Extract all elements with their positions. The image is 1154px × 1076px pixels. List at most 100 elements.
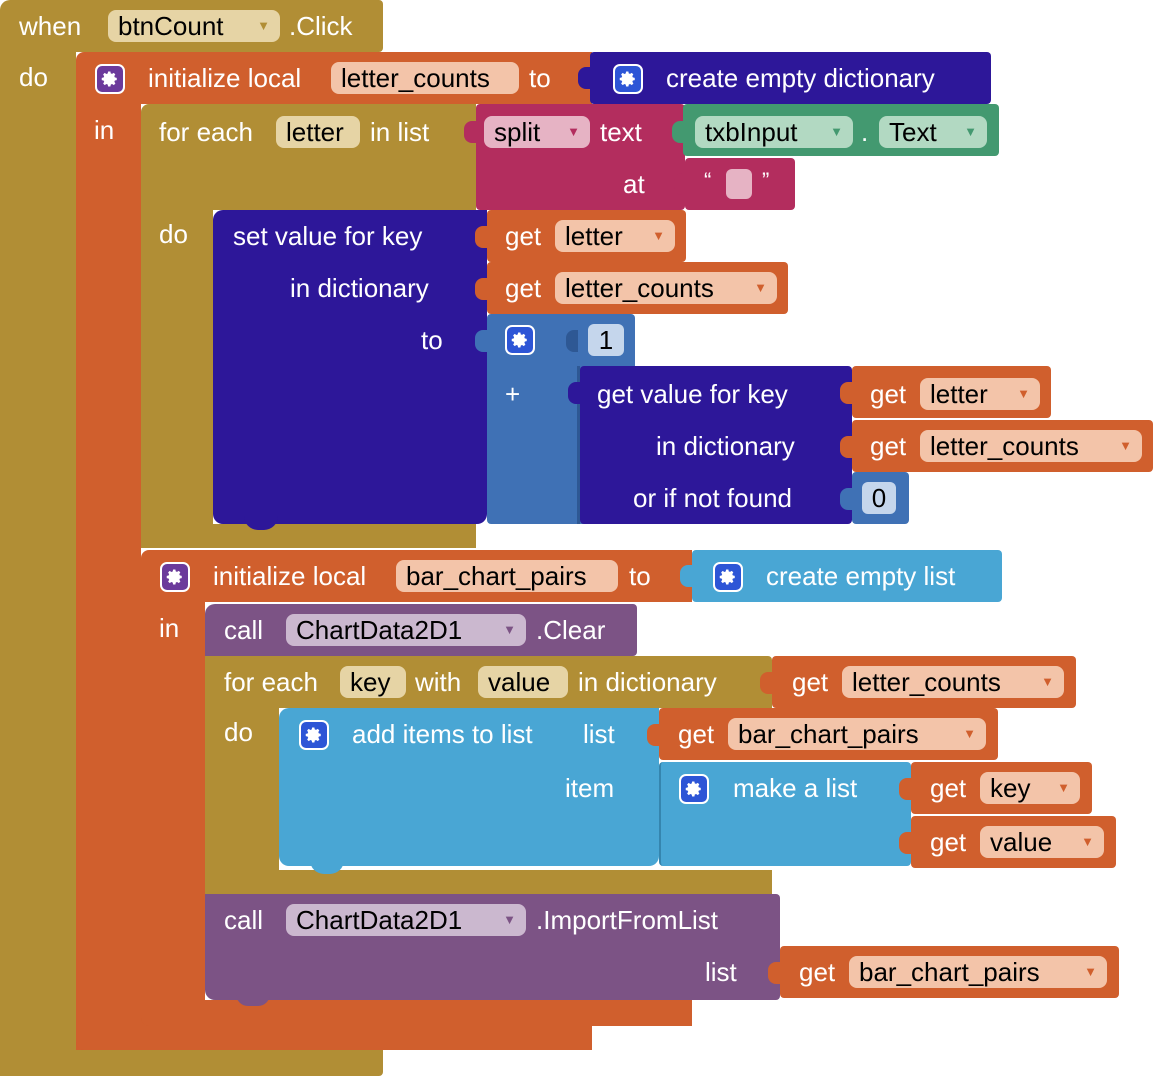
get-var-dropdown-value[interactable]: value ▼ [980, 826, 1104, 858]
for-each-label: for each [159, 117, 253, 147]
socket-plug [647, 778, 659, 800]
dropdown-arrow-icon: ▼ [963, 726, 976, 741]
for-each-key-var[interactable]: key [340, 666, 406, 698]
with-label: with [415, 667, 462, 697]
add-items-to-list-block[interactable] [279, 708, 659, 866]
for-each-do-label: do [159, 219, 188, 249]
local-var-name-bar-chart-pairs[interactable]: bar_chart_pairs [396, 560, 618, 592]
split-at-label: at [623, 169, 645, 199]
get-var-dropdown-key[interactable]: key ▼ [980, 772, 1080, 804]
gear-icon[interactable] [160, 562, 190, 592]
get-value-for-key-label: get value for key [597, 379, 788, 409]
for-each-do-label: do [224, 717, 253, 747]
dropdown-arrow-icon: ▼ [652, 228, 665, 243]
or-if-not-found-label: or if not found [633, 483, 792, 513]
dropdown-arrow-icon: ▼ [567, 124, 580, 139]
component-dropdown-btncount[interactable]: btnCount ▼ [108, 10, 280, 42]
get-var-dropdown-letter[interactable]: letter ▼ [920, 378, 1040, 410]
quote-open: “ [704, 168, 712, 193]
dropdown-arrow-icon: ▼ [1119, 438, 1132, 453]
get-label: get [930, 827, 967, 857]
socket-plug [840, 488, 852, 510]
create-empty-dictionary-block[interactable] [590, 52, 991, 104]
socket-plug [674, 173, 686, 195]
socket-plug [899, 832, 911, 854]
socket-plug [672, 121, 684, 143]
gear-icon[interactable] [95, 64, 125, 94]
initialize-in-label: in [159, 613, 180, 643]
get-value-for-key-block[interactable] [580, 366, 852, 524]
method-clear-label: .Clear [536, 615, 606, 645]
component-dropdown-chartdata-clear[interactable]: ChartData2D1 ▼ [286, 614, 526, 646]
gear-icon[interactable] [713, 562, 743, 592]
component-dropdown-chartdata-import[interactable]: ChartData2D1 ▼ [286, 904, 526, 936]
socket-plug [840, 436, 852, 458]
make-a-list-label: make a list [733, 773, 858, 803]
set-value-to-label: to [421, 325, 443, 355]
text-field-empty[interactable] [726, 169, 752, 199]
for-each-var-letter[interactable]: letter [276, 116, 360, 148]
import-list-label: list [705, 957, 737, 987]
property-dropdown-text[interactable]: Text ▼ [879, 116, 987, 148]
socket-plug [840, 382, 852, 404]
socket-plug [760, 672, 772, 694]
get-value-in-dict-label: in dictionary [656, 431, 795, 461]
dropdown-arrow-icon: ▼ [1081, 834, 1094, 849]
dropdown-arrow-icon: ▼ [830, 124, 843, 139]
socket-plug [475, 330, 487, 352]
split-text-label: text [600, 117, 642, 147]
add-items-notch [310, 860, 344, 874]
gear-icon[interactable] [299, 720, 329, 750]
gear-icon[interactable] [613, 64, 643, 94]
get-var-dropdown-letter[interactable]: letter ▼ [555, 220, 675, 252]
get-var-dropdown-bar-chart-pairs[interactable]: bar_chart_pairs ▼ [849, 956, 1107, 988]
gear-icon[interactable] [679, 774, 709, 804]
plus-sign: + [505, 379, 521, 409]
get-label: get [505, 273, 542, 303]
socket-plug [680, 565, 692, 587]
math-add-divider [577, 366, 580, 524]
dropdown-arrow-icon: ▼ [964, 124, 977, 139]
set-value-for-key-block[interactable] [213, 210, 487, 524]
in-list-label: in list [370, 117, 430, 147]
dropdown-arrow-icon: ▼ [1084, 964, 1097, 979]
local-var-name-letter-counts[interactable]: letter_counts [331, 62, 519, 94]
get-var-dropdown-letter-counts[interactable]: letter_counts ▼ [842, 666, 1064, 698]
get-var-dropdown-letter-counts[interactable]: letter_counts ▼ [920, 430, 1142, 462]
for-each-in-list-footer [141, 524, 476, 548]
get-var-dropdown-bar-chart-pairs[interactable]: bar_chart_pairs ▼ [728, 718, 986, 750]
gear-icon[interactable] [505, 325, 535, 355]
event-when-label: when [19, 11, 82, 41]
get-var-dropdown-letter-counts[interactable]: letter_counts ▼ [555, 272, 777, 304]
set-value-in-dict-label: in dictionary [290, 273, 429, 303]
initialize-local-bar-chart-pairs-footer [141, 1000, 692, 1026]
socket-plug [568, 382, 580, 404]
number-one[interactable]: 1 [588, 324, 624, 356]
socket-plug [475, 278, 487, 300]
event-name-label: .Click [289, 11, 353, 41]
for-each-value-var[interactable]: value [478, 666, 568, 698]
get-label: get [930, 773, 967, 803]
get-label: get [505, 221, 542, 251]
for-each-in-dictionary-footer [205, 870, 772, 894]
quote-close: ” [762, 168, 770, 193]
get-label: get [792, 667, 829, 697]
socket-plug [647, 724, 659, 746]
importfromlist-notch [236, 994, 270, 1006]
initialize-local-label: initialize local [213, 561, 367, 591]
initialize-local-letter-counts-footer [76, 1026, 592, 1050]
call-label: call [224, 615, 264, 645]
initialize-local-letter-counts-body [76, 104, 141, 1050]
create-empty-list-block[interactable] [692, 550, 1002, 602]
number-zero[interactable]: 0 [862, 482, 896, 514]
initialize-to-label: to [629, 561, 651, 591]
socket-plug [475, 226, 487, 248]
split-op-dropdown[interactable]: split ▼ [484, 116, 590, 148]
dropdown-arrow-icon: ▼ [754, 280, 767, 295]
set-value-notch [244, 516, 278, 530]
for-each-in-list-body [141, 210, 213, 548]
component-dropdown-txbinput[interactable]: txbInput ▼ [695, 116, 853, 148]
event-do-label: do [19, 62, 48, 92]
method-importfromlist-label: .ImportFromList [536, 905, 719, 935]
dropdown-arrow-icon: ▼ [1041, 674, 1054, 689]
